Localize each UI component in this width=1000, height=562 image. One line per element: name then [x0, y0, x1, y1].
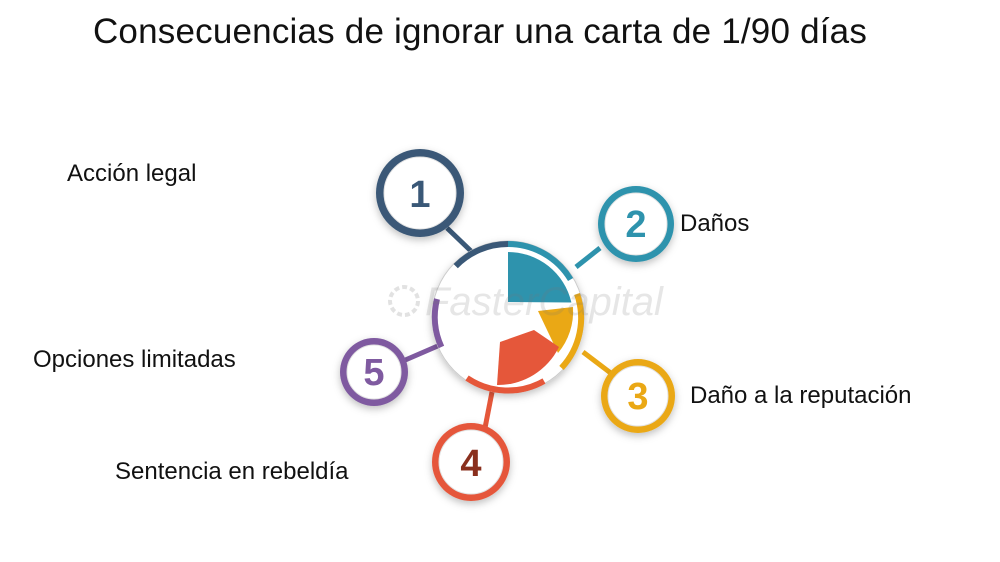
connector-1 [445, 226, 474, 254]
label-dano-reputacion: Daño a la reputación [690, 382, 912, 409]
hub-ring-arc-2 [507, 241, 574, 282]
node-5: 5 [340, 338, 408, 406]
connector-4 [482, 391, 495, 429]
hub-ring-arc-5 [431, 298, 445, 349]
node-5-number: 5 [363, 352, 384, 394]
label-danos: Daños [680, 210, 750, 237]
segment-3 [538, 307, 574, 353]
node-2: 2 [598, 186, 674, 262]
node-4: 4 [432, 423, 510, 501]
connector-2 [574, 246, 602, 269]
svg-text:FasterCapital: FasterCapital [425, 280, 664, 324]
node-3: 3 [601, 359, 675, 433]
watermark-gear-icon [388, 285, 420, 317]
label-accion-legal: Acción legal [67, 160, 197, 187]
center-segments [497, 251, 574, 386]
segment-2 [508, 251, 572, 303]
hub-ring-arc-3 [559, 293, 585, 370]
connectors [402, 226, 614, 429]
label-sentencia-rebeldia: Sentencia en rebeldía [115, 458, 349, 485]
node-4-number: 4 [460, 443, 481, 485]
page-title: Consecuencias de ignorar una carta de 1/… [92, 12, 868, 51]
watermark: FasterCapital [388, 280, 664, 324]
segment-4 [497, 330, 559, 386]
node-2-number: 2 [625, 204, 646, 246]
connector-3 [581, 350, 614, 376]
hub-ring-arc-1 [453, 241, 509, 269]
node-1-number: 1 [409, 174, 430, 216]
node-3-number: 3 [627, 376, 648, 418]
hub-ring-arc-4 [465, 375, 546, 394]
connector-5 [402, 342, 441, 364]
node-1: 1 [376, 149, 464, 237]
label-opciones-limitadas: Opciones limitadas [33, 346, 236, 373]
